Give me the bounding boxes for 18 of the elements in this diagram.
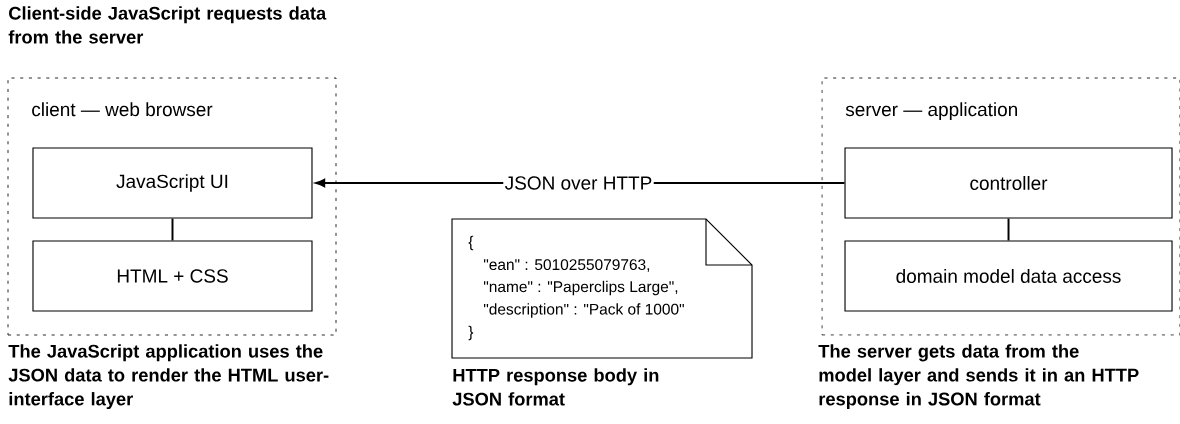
code-line: "ean" : 5010255079763, xyxy=(483,259,650,272)
code-line: { xyxy=(468,235,474,251)
component-box: controller xyxy=(844,147,1173,219)
edge-label: JSON over HTTP xyxy=(503,174,654,192)
frame-heading: server — application xyxy=(845,102,1017,120)
code-line: "name" : "Paperclips Large", xyxy=(483,280,678,296)
connector xyxy=(171,217,174,242)
component-box: JavaScript UI xyxy=(32,147,313,219)
connector xyxy=(1007,217,1010,242)
component-box: HTML + CSS xyxy=(32,240,313,312)
node-label: The JavaScript application uses the JSON data to render the HTML user-interface layer xyxy=(8,344,329,410)
frame-heading: client — web browser xyxy=(32,102,213,117)
component-box: domain model data access xyxy=(844,240,1173,312)
node-label: Client-side JavaScript requests data from the server xyxy=(8,6,327,44)
node-label: The server gets data from the model layer and sends it in an HTTP response in JSON format xyxy=(818,344,1139,410)
code-line: } xyxy=(468,325,474,341)
code-line: "description" : "Pack of 1000" xyxy=(483,303,684,318)
node-label: HTTP response body in JSON format xyxy=(452,368,659,406)
